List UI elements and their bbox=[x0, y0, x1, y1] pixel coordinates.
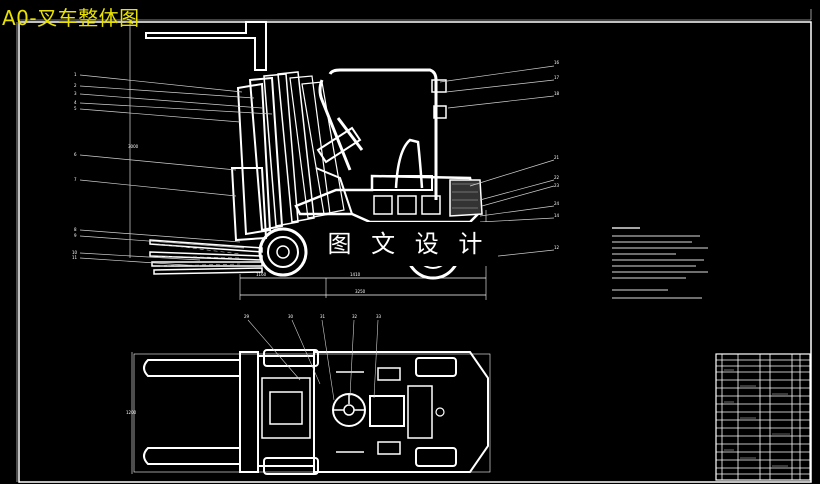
svg-text:3250: 3250 bbox=[355, 289, 366, 294]
drawing-frame bbox=[18, 21, 812, 483]
svg-text:9: 9 bbox=[74, 233, 77, 238]
svg-text:29: 29 bbox=[244, 314, 250, 319]
svg-text:1: 1 bbox=[74, 72, 77, 77]
svg-text:6: 6 bbox=[74, 152, 77, 157]
svg-text:32: 32 bbox=[352, 314, 358, 319]
title-block bbox=[715, 353, 811, 481]
svg-text:11: 11 bbox=[72, 255, 78, 260]
forklift-top-view: 29 30 31 32 33 1200 bbox=[126, 314, 491, 475]
svg-text:22: 22 bbox=[554, 175, 560, 180]
svg-text:2: 2 bbox=[74, 83, 77, 88]
watermark-label: 图 文 设 计 bbox=[318, 222, 498, 266]
svg-text:17: 17 bbox=[554, 75, 560, 80]
svg-text:24: 24 bbox=[554, 201, 560, 206]
svg-text:30: 30 bbox=[288, 314, 294, 319]
svg-text:16: 16 bbox=[554, 60, 560, 65]
drawing-title: A0-叉车整体图 bbox=[2, 6, 140, 30]
svg-text:21: 21 bbox=[554, 155, 560, 160]
svg-text:33: 33 bbox=[376, 314, 382, 319]
svg-text:7: 7 bbox=[74, 177, 77, 182]
svg-text:5: 5 bbox=[74, 106, 77, 111]
svg-text:4: 4 bbox=[74, 100, 77, 105]
svg-text:1160: 1160 bbox=[256, 272, 267, 277]
svg-text:18: 18 bbox=[554, 91, 560, 96]
balloon-leaders-left bbox=[79, 74, 273, 267]
svg-text:3: 3 bbox=[74, 91, 77, 96]
svg-text:8: 8 bbox=[74, 227, 77, 232]
svg-text:12: 12 bbox=[554, 245, 560, 250]
svg-text:1410: 1410 bbox=[350, 272, 361, 277]
technical-notes-block bbox=[612, 227, 708, 299]
svg-text:10: 10 bbox=[72, 250, 78, 255]
svg-text:3000: 3000 bbox=[128, 144, 139, 149]
svg-text:31: 31 bbox=[320, 314, 326, 319]
svg-text:14: 14 bbox=[554, 213, 560, 218]
balloon-leaders-right bbox=[439, 65, 555, 259]
svg-text:23: 23 bbox=[554, 183, 560, 188]
svg-text:1200: 1200 bbox=[126, 410, 137, 415]
